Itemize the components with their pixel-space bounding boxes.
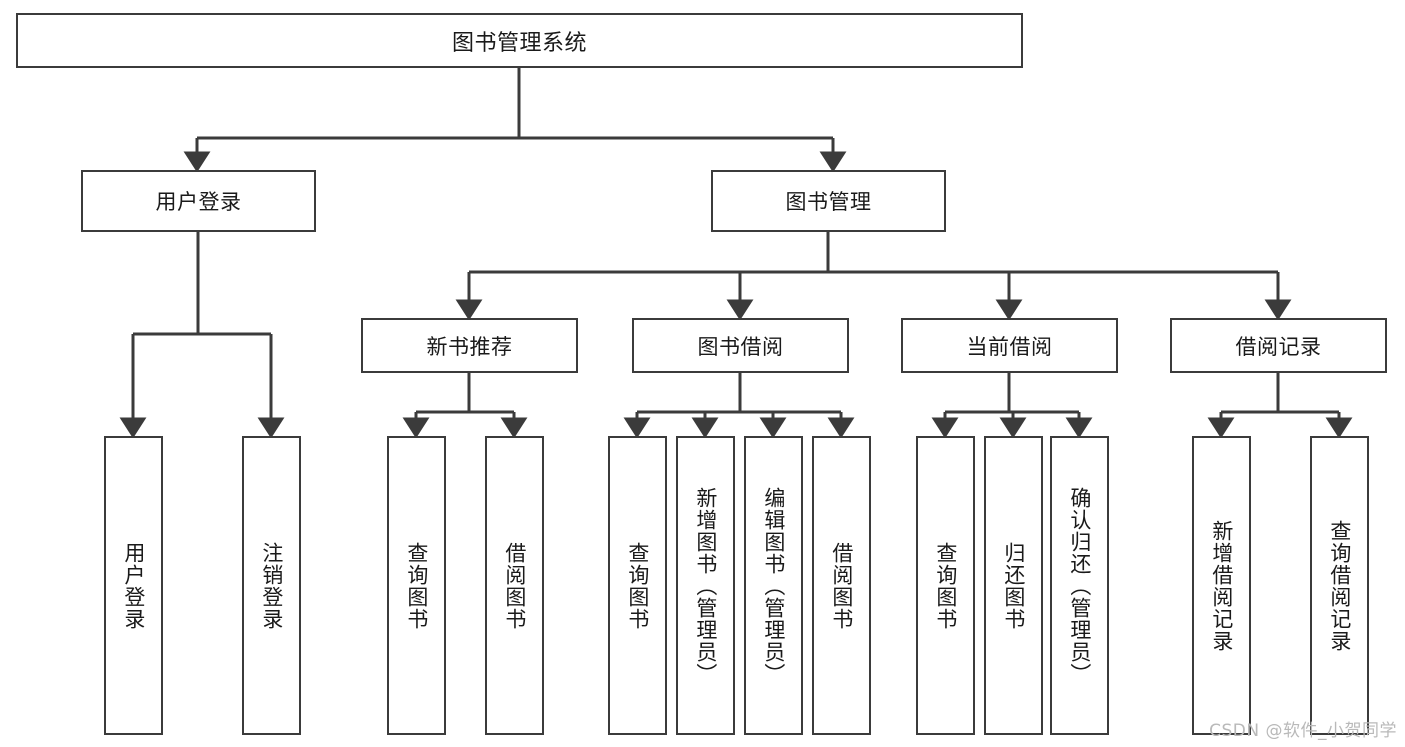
node-leaf-query-book-2[interactable]: 查询图书 bbox=[608, 436, 667, 735]
node-label: 查询图书 bbox=[404, 541, 429, 630]
node-leaf-query-book-3[interactable]: 查询图书 bbox=[916, 436, 975, 735]
node-leaf-add-record[interactable]: 新增借阅记录 bbox=[1192, 436, 1251, 735]
node-label: 借阅记录 bbox=[1235, 334, 1322, 359]
csdn-watermark: CSDN @软件_小贺同学 bbox=[1209, 721, 1397, 741]
node-label: 编辑图书（管理员） bbox=[761, 486, 786, 685]
node-label: 新书推荐 bbox=[426, 334, 513, 359]
node-root-system[interactable]: 图书管理系统 bbox=[16, 13, 1023, 68]
node-label: 确认归还（管理员） bbox=[1067, 486, 1092, 685]
node-label: 图书借阅 bbox=[697, 334, 784, 359]
node-leaf-confirm-return[interactable]: 确认归还（管理员） bbox=[1050, 436, 1109, 735]
node-label: 注销登录 bbox=[259, 541, 284, 630]
node-label: 借阅图书 bbox=[502, 541, 527, 630]
node-label: 当前借阅 bbox=[966, 334, 1053, 359]
node-leaf-user-login[interactable]: 用户登录 bbox=[104, 436, 163, 735]
node-label: 新增图书（管理员） bbox=[693, 486, 718, 685]
node-leaf-return-book[interactable]: 归还图书 bbox=[984, 436, 1043, 735]
node-label: 查询借阅记录 bbox=[1327, 519, 1352, 652]
node-label: 新增借阅记录 bbox=[1209, 519, 1234, 652]
node-borrow-record[interactable]: 借阅记录 bbox=[1170, 318, 1387, 373]
node-new-book-recommend[interactable]: 新书推荐 bbox=[361, 318, 578, 373]
node-leaf-logout[interactable]: 注销登录 bbox=[242, 436, 301, 735]
node-label: 用户登录 bbox=[121, 541, 146, 630]
node-user-login[interactable]: 用户登录 bbox=[81, 170, 316, 232]
node-leaf-borrow-book-2[interactable]: 借阅图书 bbox=[812, 436, 871, 735]
node-leaf-query-book-1[interactable]: 查询图书 bbox=[387, 436, 446, 735]
node-label: 图书管理 bbox=[785, 190, 872, 214]
node-label: 图书管理系统 bbox=[451, 30, 587, 56]
node-book-management[interactable]: 图书管理 bbox=[711, 170, 946, 232]
node-label: 查询图书 bbox=[625, 541, 650, 630]
node-label: 借阅图书 bbox=[829, 541, 854, 630]
node-leaf-edit-book[interactable]: 编辑图书（管理员） bbox=[744, 436, 803, 735]
node-label: 查询图书 bbox=[933, 541, 958, 630]
node-leaf-query-record[interactable]: 查询借阅记录 bbox=[1310, 436, 1369, 735]
node-leaf-borrow-book-1[interactable]: 借阅图书 bbox=[485, 436, 544, 735]
node-label: 归还图书 bbox=[1001, 541, 1026, 630]
node-leaf-add-book[interactable]: 新增图书（管理员） bbox=[676, 436, 735, 735]
node-book-borrow[interactable]: 图书借阅 bbox=[632, 318, 849, 373]
node-current-borrow[interactable]: 当前借阅 bbox=[901, 318, 1118, 373]
node-label: 用户登录 bbox=[155, 190, 242, 214]
